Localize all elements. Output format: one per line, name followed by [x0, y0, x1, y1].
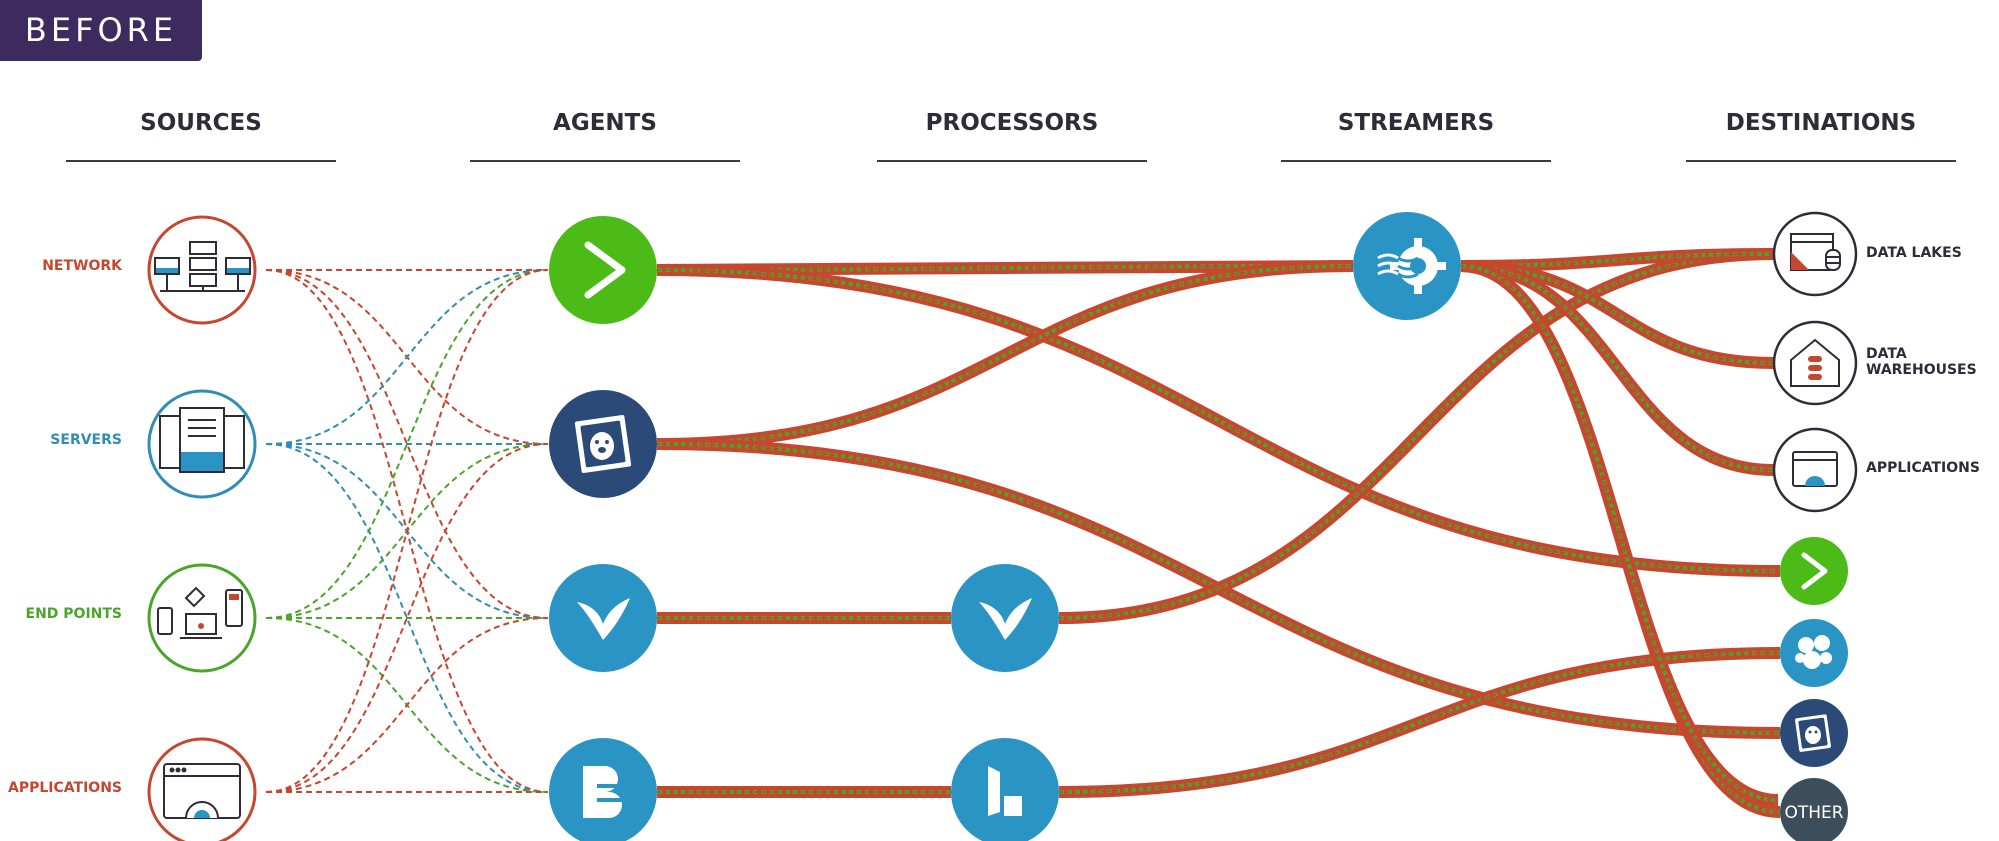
- source-node-servers: [147, 389, 257, 499]
- destination-node-data-lakes: [1772, 211, 1858, 297]
- source-node-network: [147, 215, 257, 325]
- connection-bundle-stroke: [1058, 652, 1781, 793]
- column-rule-streamers: [1281, 160, 1551, 162]
- destination-node-dog: [1780, 699, 1848, 767]
- column-title-sources: SOURCES: [140, 110, 262, 136]
- connection-line-thin-13: [265, 269, 549, 793]
- column-title-destinations: DESTINATIONS: [1725, 110, 1917, 136]
- column-rule-destinations: [1686, 160, 1956, 162]
- bird-logo-icon: [979, 598, 1032, 640]
- column-rule-agents: [470, 160, 740, 162]
- server-rack-icon: [159, 407, 245, 473]
- source-node-applications: [147, 737, 257, 841]
- green-chevron-logo-icon: [1801, 552, 1828, 590]
- dog-logo-icon: [574, 415, 632, 473]
- network-icon: [154, 241, 251, 292]
- bird-logo-icon: [577, 598, 630, 640]
- processor-node-l: [951, 738, 1059, 841]
- connection-bundle-stroke: [1460, 253, 1775, 267]
- connection-bundle-stroke: [656, 443, 1781, 734]
- connection-bundle-stroke: [1460, 265, 1775, 471]
- agent-node-b: [549, 738, 657, 841]
- connection-bundle-2: [656, 264, 1781, 577]
- source-label-end-points: END POINTS: [25, 606, 123, 622]
- agent-node-bird: [549, 564, 657, 672]
- column-title-processors: PROCESSORS: [925, 110, 1099, 136]
- other-label: OTHER: [1784, 803, 1843, 823]
- connection-bundle-7: [1058, 248, 1775, 624]
- processor-node-bird: [951, 564, 1059, 672]
- column-rule-sources: [66, 160, 336, 162]
- warehouse-icon: [1790, 338, 1840, 387]
- connection-bundle-stroke: [1460, 265, 1781, 813]
- connection-bundle-stroke: [656, 269, 1781, 572]
- connection-bundle-11: [1460, 260, 1775, 476]
- connection-line-thin-5: [265, 269, 549, 445]
- b-logo-icon: [583, 766, 623, 818]
- before-badge-label: BEFORE: [24, 11, 178, 49]
- destination-node-applications: [1772, 427, 1858, 513]
- destination-label-data-lakes: DATA LAKES: [1866, 245, 1962, 261]
- source-node-end-points: [147, 563, 257, 673]
- destination-node-other: OTHER: [1780, 778, 1848, 841]
- connection-bundle-stroke: [656, 265, 1354, 445]
- source-label-network: NETWORK: [42, 258, 122, 274]
- column-title-agents: AGENTS: [553, 110, 657, 136]
- destination-node-cloud-cluster: [1780, 619, 1848, 687]
- connection-bundle-stroke: [1058, 252, 1775, 620]
- l-logo-icon: [988, 766, 1022, 816]
- source-label-applications: APPLICATIONS: [8, 780, 122, 796]
- app-window-gear-icon: [163, 763, 241, 819]
- column-rule-processors: [877, 160, 1147, 162]
- connection-bundle-3: [656, 260, 1354, 450]
- cloud-cluster-logo-icon: [1795, 635, 1832, 669]
- dog-logo-icon: [1795, 714, 1831, 752]
- connection-bundle-8: [1058, 647, 1781, 798]
- connection-line-thin-15: [265, 617, 549, 793]
- gear-stream-logo-icon: [1377, 238, 1446, 294]
- connection-bundle-13: [1460, 260, 1779, 806]
- data-lake-icon: [1790, 233, 1841, 271]
- source-label-servers: SERVERS: [50, 432, 122, 448]
- agent-node-dog: [549, 390, 657, 498]
- app-window-icon: [1792, 451, 1838, 487]
- agent-node-green-chevron: [549, 216, 657, 324]
- streamer-node-gear: [1353, 212, 1461, 320]
- destination-node-green-chevron: [1780, 537, 1848, 605]
- connection-bundle-stroke: [656, 265, 1354, 271]
- devices-icon: [157, 586, 243, 639]
- column-title-streamers: STREAMERS: [1337, 110, 1495, 136]
- connection-bundle-1: [656, 260, 1354, 276]
- connection-bundle-stroke: [1460, 264, 1779, 802]
- connection-bundle-stroke: [1058, 253, 1775, 619]
- destination-label-data-warehouses: DATA WAREHOUSES: [1866, 346, 1977, 378]
- destination-node-data-warehouses: [1772, 320, 1858, 406]
- green-chevron-logo-icon: [584, 241, 626, 299]
- before-badge: [0, 0, 202, 61]
- destination-label-applications: APPLICATIONS: [1866, 460, 1980, 476]
